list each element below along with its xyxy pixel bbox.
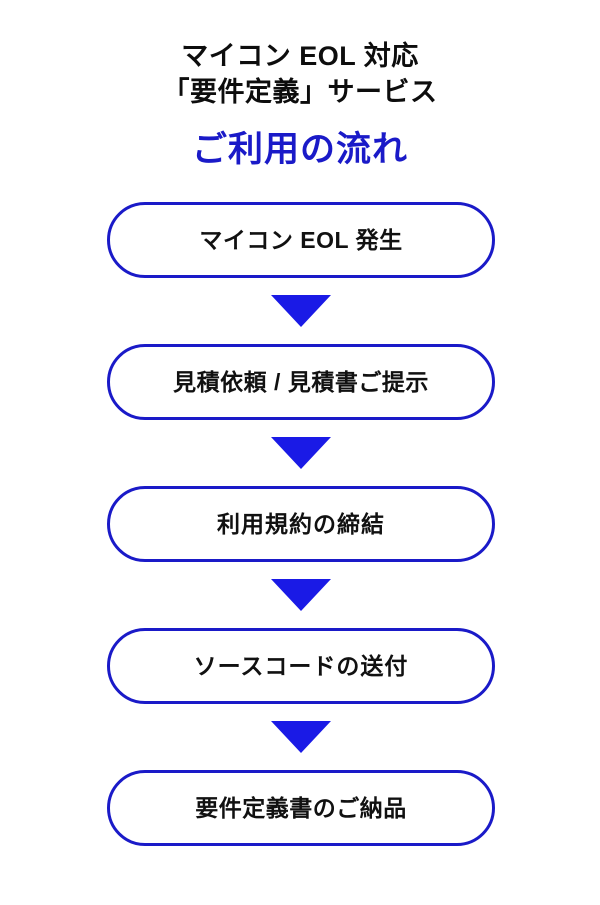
flow-arrow-3: [107, 562, 495, 628]
down-arrow-icon: [271, 579, 331, 611]
flow-box-label-1: マイコン EOL 発生: [199, 227, 403, 253]
flow-step-4: ソースコードの送付: [107, 628, 495, 704]
flow-box-2: 見積依頼 / 見積書ご提示: [107, 344, 495, 420]
flow-box-label-3: 利用規約の締結: [217, 511, 385, 537]
page-subtitle: ご利用の流れ: [191, 130, 408, 169]
flow-step-2: 見積依頼 / 見積書ご提示: [107, 344, 495, 420]
flow-box-1: マイコン EOL 発生: [107, 202, 495, 278]
flow-step-1: マイコン EOL 発生: [107, 202, 495, 278]
flow-diagram: マイコン EOL 発生 見積依頼 / 見積書ご提示 利用規約の締結 ソースコード…: [107, 202, 495, 846]
page-title-line-2: 「要件定義」サービス: [162, 77, 438, 107]
flow-step-5: 要件定義書のご納品: [107, 770, 495, 846]
page-title-line-1: マイコン EOL 対応: [181, 41, 419, 71]
flow-box-4: ソースコードの送付: [107, 628, 495, 704]
flow-box-label-4: ソースコードの送付: [193, 653, 409, 679]
down-arrow-icon: [271, 437, 331, 469]
flow-box-label-2: 見積依頼 / 見積書ご提示: [173, 369, 429, 395]
down-arrow-icon: [271, 721, 331, 753]
down-arrow-icon: [271, 295, 331, 327]
flow-box-5: 要件定義書のご納品: [107, 770, 495, 846]
flow-step-3: 利用規約の締結: [107, 486, 495, 562]
flow-arrow-2: [107, 420, 495, 486]
flow-arrow-1: [107, 278, 495, 344]
flow-arrow-4: [107, 704, 495, 770]
flow-box-label-5: 要件定義書のご納品: [195, 795, 407, 821]
flow-box-3: 利用規約の締結: [107, 486, 495, 562]
heading-block: マイコン EOL 対応 「要件定義」サービス ご利用の流れ: [0, 38, 600, 172]
